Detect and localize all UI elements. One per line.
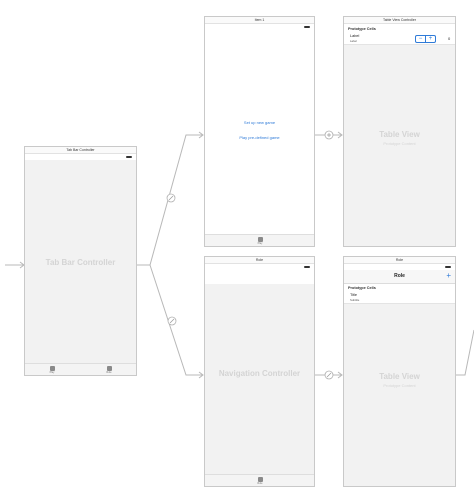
nav-title: Role	[394, 273, 405, 279]
scene-title: Item 1	[205, 17, 314, 24]
tab-role-label: Role	[257, 482, 263, 485]
stepper-value: 0	[448, 36, 451, 41]
navigation-controller-label: Navigation Controller	[218, 369, 301, 378]
navigation-bar: Role +	[344, 270, 455, 284]
segue-tab-to-role	[149, 264, 203, 376]
stepper-plus-button[interactable]: +	[428, 36, 433, 42]
scene-title: Tab Bar Controller	[25, 147, 136, 154]
cell-label: Label	[350, 34, 360, 38]
tab-item-role[interactable]: Role	[102, 366, 116, 375]
battery-icon	[126, 156, 132, 158]
prototype-cell[interactable]: Label Label − + 0	[344, 33, 455, 45]
scene-title: Role	[205, 257, 314, 264]
tab-role-icon	[106, 366, 112, 371]
cell-sublabel: Label	[350, 39, 357, 43]
play-predefined-game-button[interactable]: Play pre-defined game	[239, 135, 280, 140]
segue-tab-to-play	[137, 134, 203, 266]
set-up-new-game-button[interactable]: Set up new game	[243, 120, 276, 125]
tab-item-play[interactable]: Play	[45, 366, 59, 375]
tab-play-icon	[49, 366, 55, 371]
scene-content: Tab Bar Controller	[25, 160, 136, 363]
battery-icon	[304, 26, 310, 28]
tab-play-label: Play	[257, 242, 263, 245]
tab-play-icon	[257, 237, 263, 242]
segue-icon-tab-play	[166, 193, 176, 203]
prototype-cell[interactable]: Title Subtitle	[344, 292, 455, 304]
segue-play-to-table-arrowhead	[337, 131, 343, 139]
status-bar	[344, 264, 455, 270]
scene-content: Set up new game Play pre-defined game	[205, 30, 314, 234]
segue-icon-tab-role	[167, 316, 177, 326]
tab-item-role[interactable]: Role	[253, 477, 267, 486]
battery-icon	[445, 266, 451, 268]
prototype-content-label: Prototype Content	[383, 141, 416, 146]
tab-play-label: Play	[49, 371, 55, 374]
scene-title: Role	[344, 257, 455, 264]
scene-content: Prototype Cells Title Subtitle Table Vie…	[344, 284, 455, 486]
tab-bar: Play	[205, 234, 314, 246]
segue-nav-to-roletable-arrowhead	[337, 371, 343, 379]
tab-role-label: Role	[106, 371, 112, 374]
tab-bar-controller-label: Tab Bar Controller	[45, 258, 116, 267]
cell-subtitle: Subtitle	[350, 298, 360, 302]
tab-bar-controller-scene[interactable]: Tab Bar Controller Tab Bar Controller Pl…	[24, 146, 137, 376]
tab-item-play[interactable]: Play	[253, 237, 267, 246]
table-view-label: Table View	[379, 130, 420, 139]
scene-content: Navigation Controller	[205, 284, 314, 474]
cell-title: Title	[350, 293, 358, 297]
stepper-minus-button[interactable]: −	[416, 36, 426, 42]
play-view-controller-scene[interactable]: Item 1 Set up new game Play pre-defined …	[204, 16, 315, 247]
stepper[interactable]: − +	[415, 35, 436, 43]
segue-tab-to-play-arrowhead	[198, 131, 204, 139]
status-bar	[25, 154, 136, 160]
section-header: Prototype Cells	[344, 284, 455, 292]
tab-role-icon	[257, 477, 263, 482]
scene-title: Table View Controller	[344, 17, 455, 24]
prototype-content-label: Prototype Content	[383, 383, 416, 388]
segue-icon-nav-roletable	[324, 370, 334, 380]
segue-icon-play-table	[324, 130, 334, 140]
scene-content: Prototype Cells Label Label − + 0 Table …	[344, 25, 455, 246]
battery-icon	[304, 266, 310, 268]
table-view-label: Table View	[379, 372, 420, 381]
section-header: Prototype Cells	[344, 25, 455, 33]
role-table-view-controller-scene[interactable]: Role Role + Prototype Cells Title Subtit…	[343, 256, 456, 487]
add-icon[interactable]: +	[446, 271, 451, 280]
table-view-controller-scene[interactable]: Table View Controller Prototype Cells La…	[343, 16, 456, 247]
navigation-controller-scene[interactable]: Role Navigation Controller Role	[204, 256, 315, 487]
segue-tab-to-role-arrowhead	[198, 371, 204, 379]
status-bar	[205, 24, 314, 30]
status-bar	[205, 264, 314, 270]
tab-bar: Play Role	[25, 363, 136, 375]
tab-bar: Role	[205, 474, 314, 486]
segue-roletable-out	[456, 329, 474, 376]
